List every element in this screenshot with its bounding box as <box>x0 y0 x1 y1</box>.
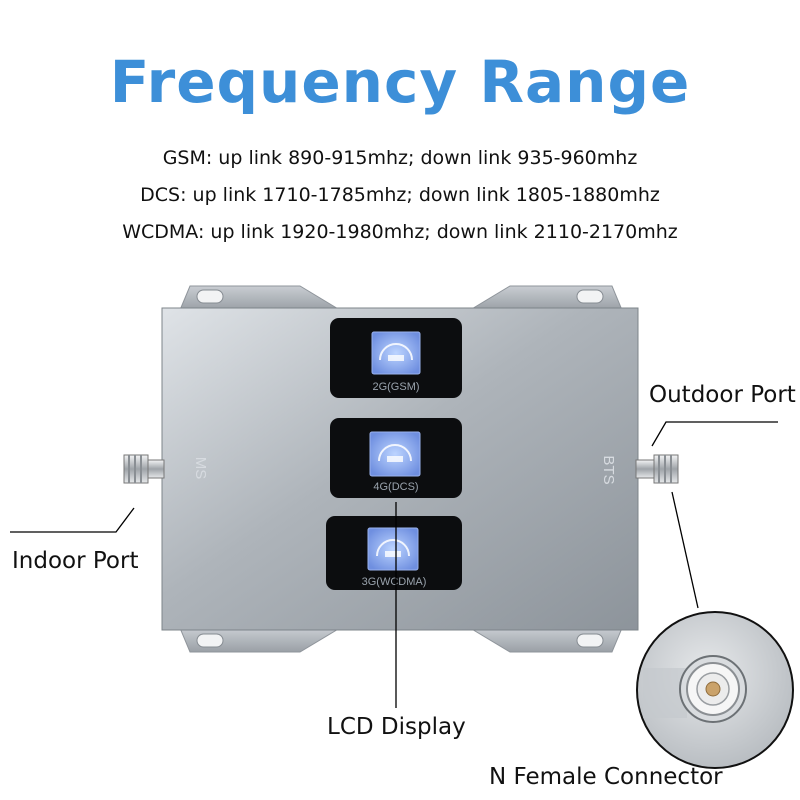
lcd-label-3g: 3G(WCDMA) <box>362 576 427 588</box>
lcd-panel-2g: 2G(GSM) <box>330 318 462 398</box>
page-title: Frequency Range <box>109 48 691 116</box>
indoor-port-connector <box>123 454 165 484</box>
lcd-display-label: LCD Display <box>327 714 466 740</box>
frequency-line-wcdma: WCDMA: up link 1920-1980mhz; down link 2… <box>122 221 678 243</box>
outdoor-port-label: Outdoor Port <box>649 382 796 408</box>
lcd-panel-3g: 3G(WCDMA) <box>326 516 462 590</box>
outdoor-port-connector <box>635 454 679 484</box>
indoor-port-label: Indoor Port <box>12 548 139 574</box>
frequency-line-dcs: DCS: up link 1710-1785mhz; down link 180… <box>140 184 660 206</box>
lcd-panel-4g: 4G(DCS) <box>330 418 462 498</box>
ms-port-label: MS <box>192 457 209 480</box>
n-connector-callout-line <box>671 491 699 609</box>
n-female-connector-zoom <box>636 611 794 769</box>
n-female-connector-label: N Female Connector <box>489 764 723 790</box>
mounting-flange-bottom <box>179 627 623 653</box>
mounting-flange-top <box>179 285 623 311</box>
outdoor-port-callout-line <box>651 421 778 447</box>
bts-port-label: BTS <box>600 455 617 484</box>
lcd-label-2g: 2G(GSM) <box>372 381 419 393</box>
indoor-port-callout-line <box>10 507 135 533</box>
frequency-line-gsm: GSM: up link 890-915mhz; down link 935-9… <box>162 147 638 169</box>
lcd-label-4g: 4G(DCS) <box>373 481 418 493</box>
